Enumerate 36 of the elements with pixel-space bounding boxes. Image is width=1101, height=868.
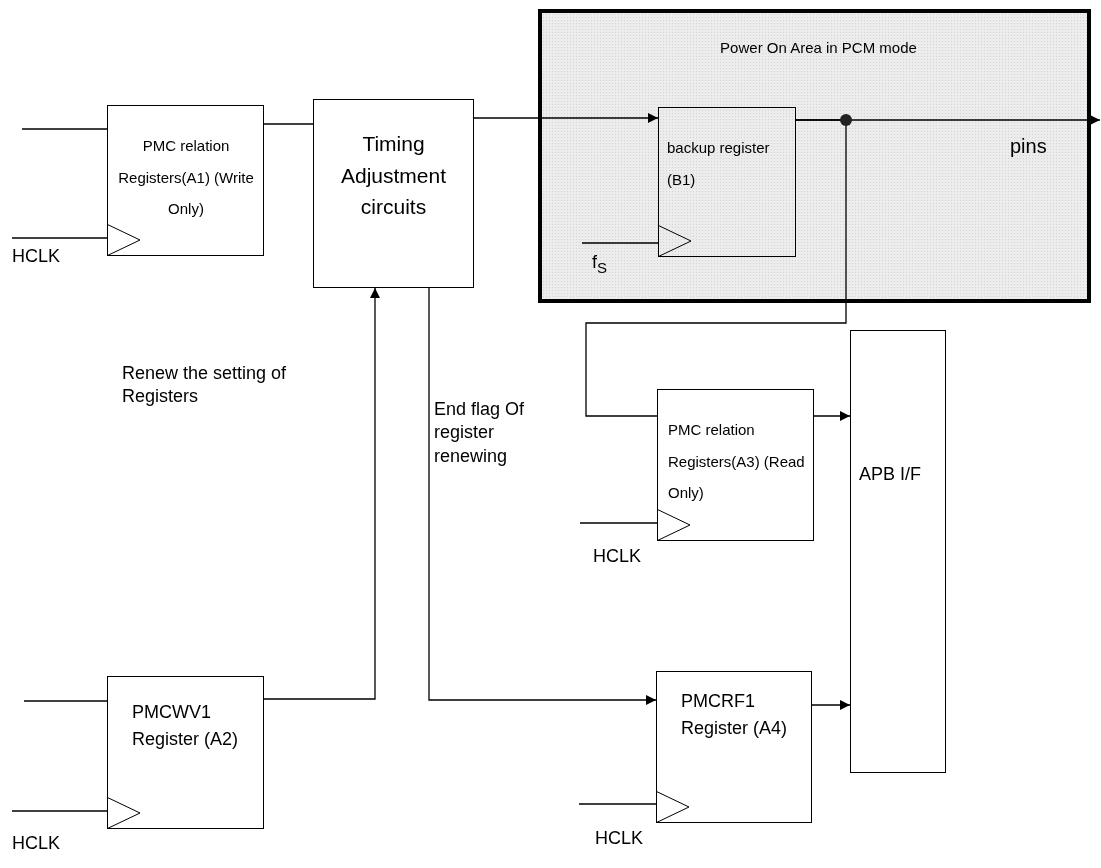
connector-line (585, 119, 847, 417)
connector-line (428, 287, 657, 705)
register-box (657, 389, 814, 541)
signal-label: HCLK (593, 546, 641, 568)
box-label: Timing Adjustment circuits (339, 131, 448, 220)
register-box (107, 105, 264, 256)
connector-line (579, 522, 658, 524)
box-label: PMCRF1 Register (A4) (681, 690, 789, 740)
connector-line (11, 237, 108, 239)
connector-line (11, 810, 108, 812)
connector-line (23, 700, 108, 702)
register-box (107, 676, 264, 829)
signal-label: HCLK (12, 246, 60, 268)
box-label: PMCWV1 Register (A2) (132, 701, 240, 751)
connector-line (581, 242, 659, 244)
signal-label: HCLK (12, 833, 60, 855)
connector-line (21, 128, 108, 130)
power-area-box (538, 9, 1091, 303)
box-label: backup register (B1) (667, 138, 771, 190)
register-box (313, 99, 474, 288)
register-box (658, 107, 796, 257)
box-label: Power On Area in PCM mode (719, 38, 918, 58)
register-box (850, 330, 946, 773)
connector-line (263, 123, 314, 125)
connector-line (813, 411, 851, 421)
connector-line (263, 287, 380, 700)
connector-line (811, 700, 851, 710)
connector-line (473, 113, 659, 123)
box-label: APB I/F (859, 463, 922, 486)
box-label: PMC relation Registers(A1) (Write Only) (117, 136, 255, 219)
register-box (656, 671, 812, 823)
connector-line (578, 803, 657, 805)
signal-label: f$_{S}$ (592, 252, 608, 277)
signal-label: HCLK (595, 828, 643, 850)
signal-label: pins (1010, 134, 1047, 158)
box-label: PMC relation Registers(A3) (Read Only) (668, 420, 806, 503)
